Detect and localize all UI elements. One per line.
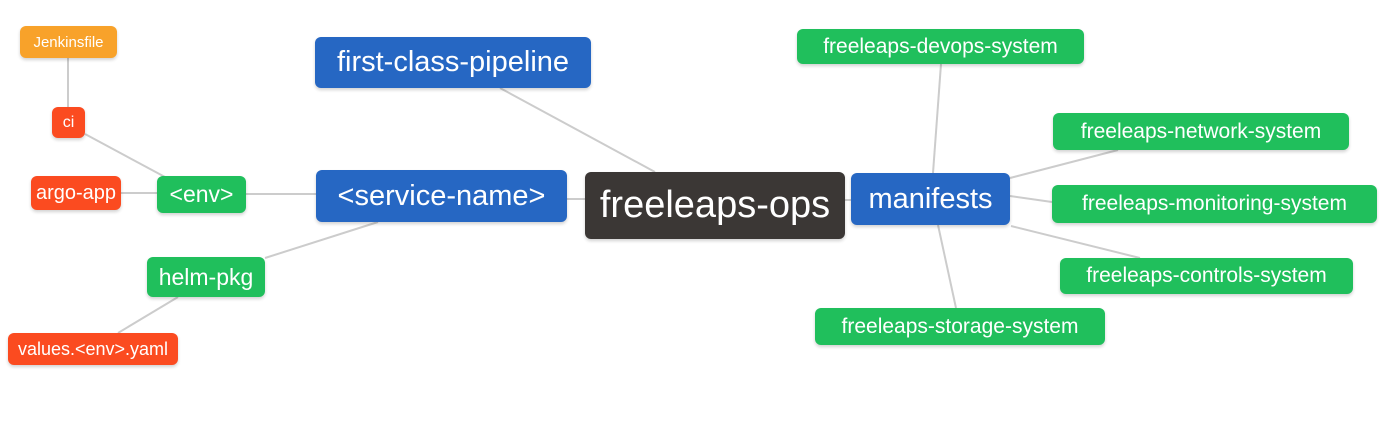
edge-manifests-devops bbox=[932, 63, 942, 174]
node-freeleaps-monitoring-system[interactable]: freeleaps-monitoring-system bbox=[1052, 185, 1377, 223]
node-values-env-yaml[interactable]: values.<env>.yaml bbox=[8, 333, 178, 365]
edge-manifests-monitoring bbox=[1009, 195, 1053, 203]
node-freeleaps-controls-system[interactable]: freeleaps-controls-system bbox=[1060, 258, 1353, 294]
edge-manifests-network bbox=[1009, 149, 1119, 179]
node-env[interactable]: <env> bbox=[157, 176, 246, 213]
node-service-name[interactable]: <service-name> bbox=[316, 170, 567, 222]
node-freeleaps-devops-system[interactable]: freeleaps-devops-system bbox=[797, 29, 1084, 64]
node-helm-pkg[interactable]: helm-pkg bbox=[147, 257, 265, 297]
node-argo-app[interactable]: argo-app bbox=[31, 176, 121, 210]
node-first-class-pipeline[interactable]: first-class-pipeline bbox=[315, 37, 591, 88]
node-ci[interactable]: ci bbox=[52, 107, 85, 138]
edge-values-helm bbox=[117, 296, 179, 334]
edge-fcp-root bbox=[499, 87, 656, 173]
node-jenkinsfile[interactable]: Jenkinsfile bbox=[20, 26, 117, 58]
node-freeleaps-network-system[interactable]: freeleaps-network-system bbox=[1053, 113, 1349, 150]
node-manifests[interactable]: manifests bbox=[851, 173, 1010, 225]
node-freeleaps-ops-root[interactable]: freeleaps-ops bbox=[585, 172, 845, 239]
edge-service-helm bbox=[264, 221, 379, 259]
edge-manifests-storage bbox=[937, 224, 957, 309]
edge-manifests-controls bbox=[1010, 225, 1141, 259]
edge-ci-env bbox=[84, 133, 166, 178]
node-freeleaps-storage-system[interactable]: freeleaps-storage-system bbox=[815, 308, 1105, 345]
